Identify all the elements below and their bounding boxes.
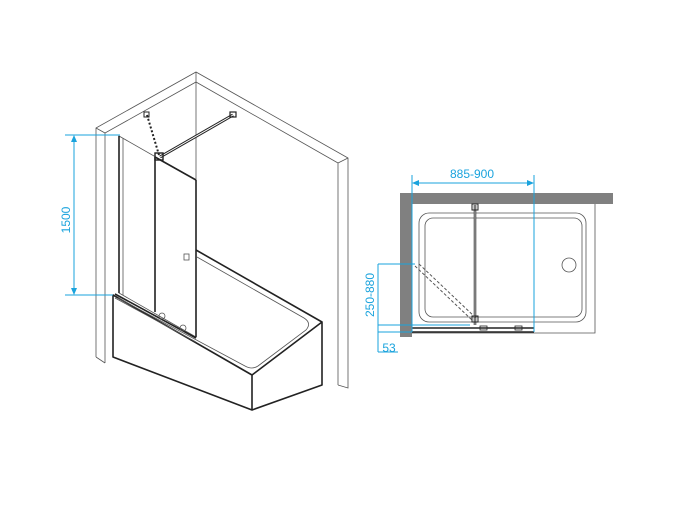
offset-label: 53 [382,341,396,355]
width-label: 885-900 [450,167,494,181]
support-bar [143,111,237,161]
height-dimension: 1500 [59,134,120,296]
handle-icon [183,253,190,261]
depth-label: 250-880 [363,273,377,317]
drain-icon [561,257,577,273]
plan-walls [400,193,613,337]
plan-view: 885-900 250-880 53 [363,167,613,355]
bathtub [112,249,323,411]
isometric-view: 1500 [59,71,349,411]
roller-icon [179,324,187,332]
plan-bathtub [418,212,587,323]
width-dimension: 885-900 [411,167,535,332]
plan-screen [412,203,534,333]
walls [95,71,349,389]
glass-panels [114,135,197,343]
depth-dimension: 250-880 53 [363,263,470,355]
height-label: 1500 [59,206,73,233]
roller-icon [158,312,166,320]
